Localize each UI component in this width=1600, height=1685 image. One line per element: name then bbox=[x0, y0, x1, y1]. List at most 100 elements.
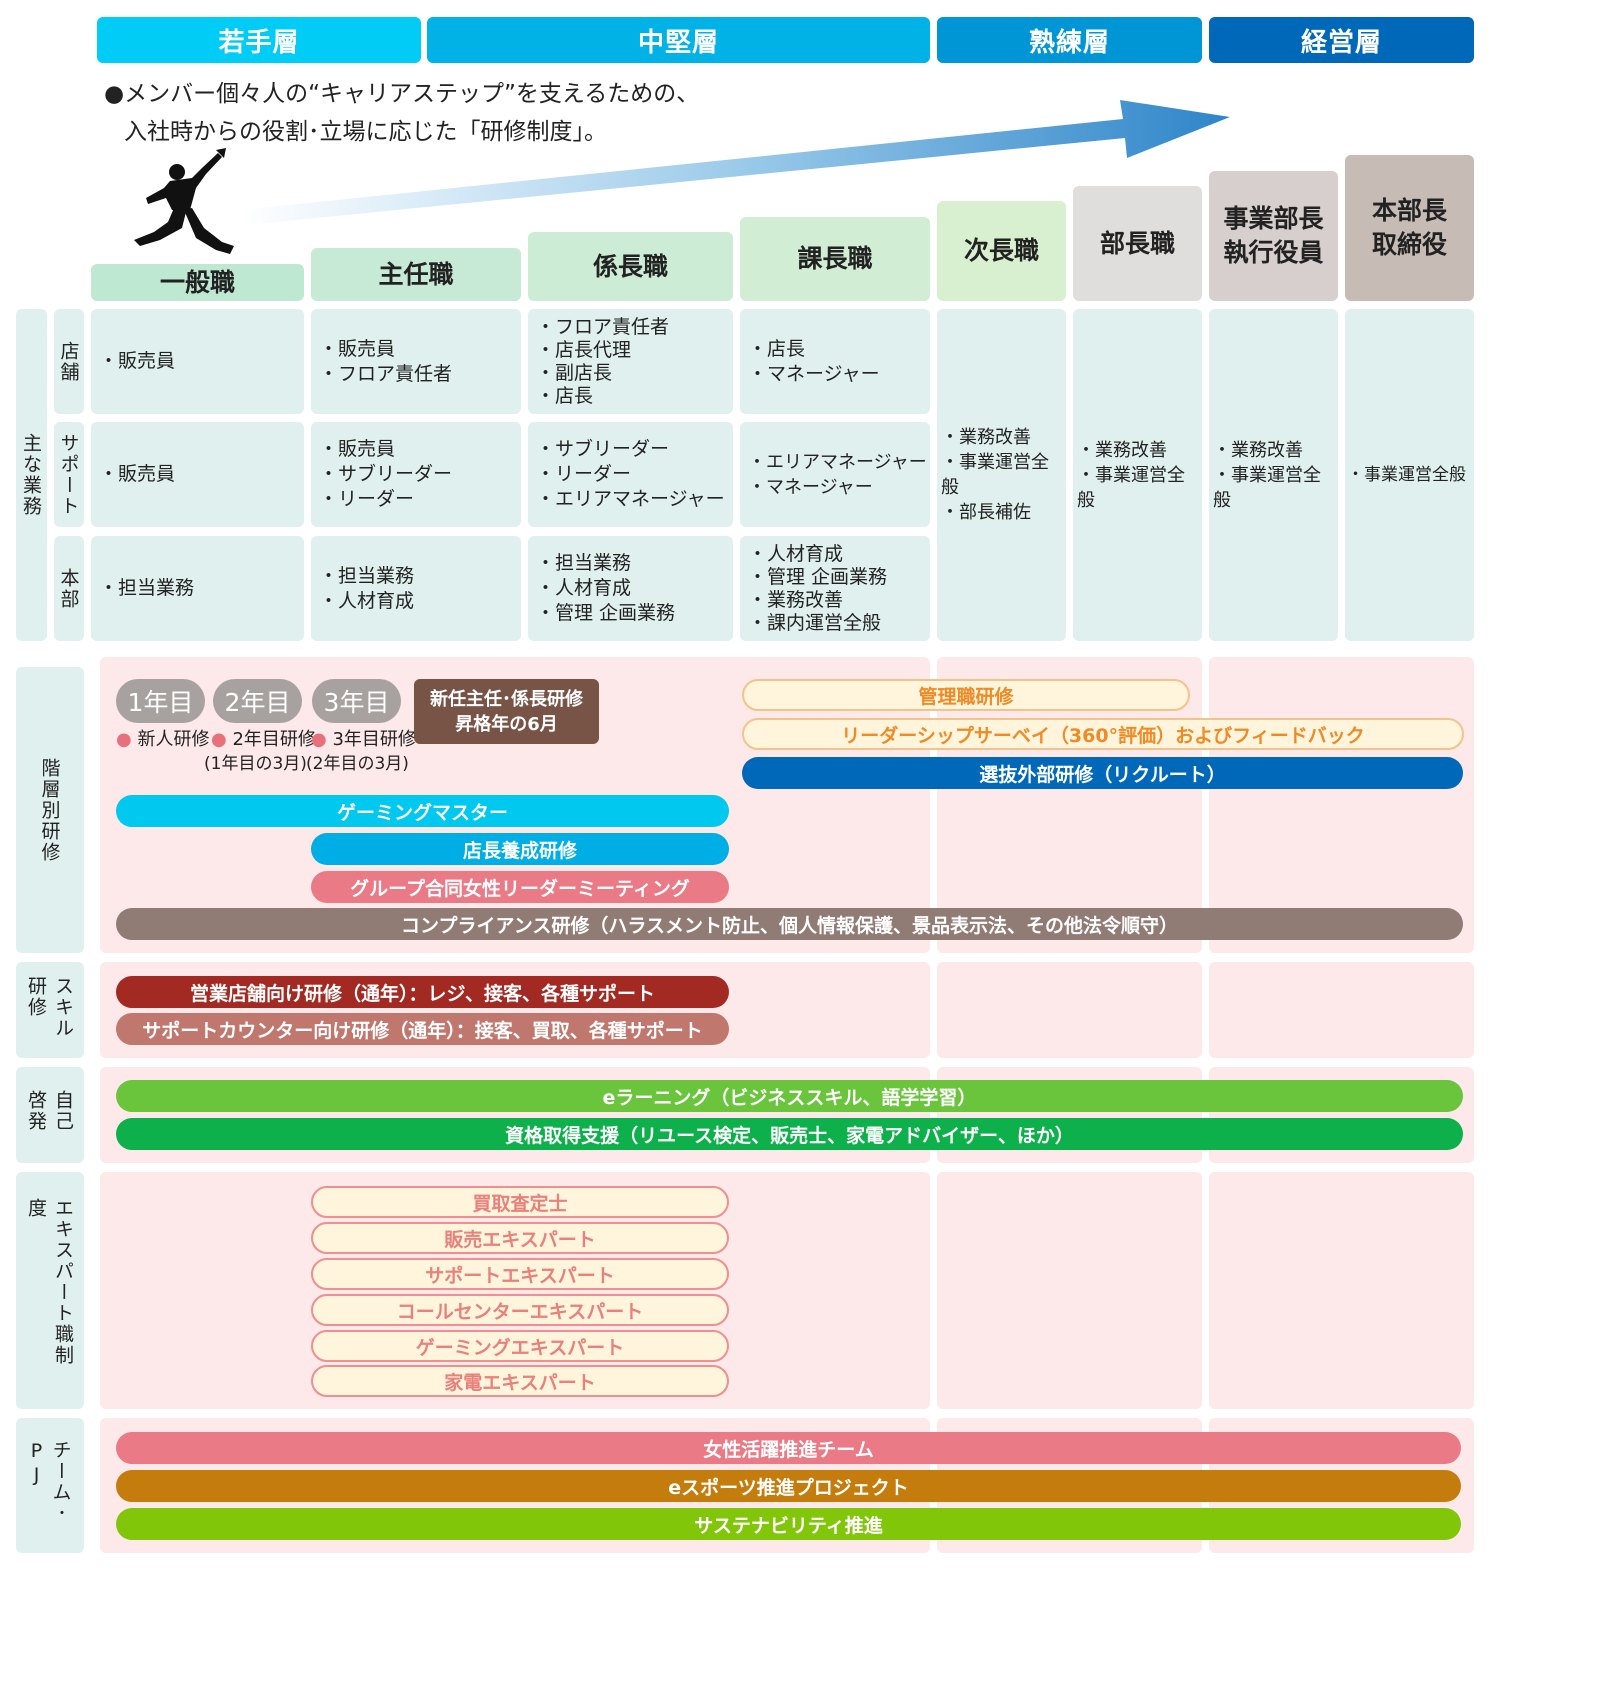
intro-line-2: 入社時からの役割･立場に応じた「研修制度」。 bbox=[124, 119, 607, 145]
duty-item: 管理 企画業務 bbox=[536, 601, 675, 626]
duty-cell-hq-section-chief: 人材育成管理 企画業務業務改善課内運営全般 bbox=[740, 536, 930, 641]
duty-item: 課内運営全般 bbox=[748, 612, 887, 635]
position-director-line1: 本部長 bbox=[1371, 196, 1447, 225]
duty-cell-store-section-chief: 店長マネージャー bbox=[740, 309, 930, 414]
band-rank-executive bbox=[1209, 657, 1474, 953]
row-label-support: サポート bbox=[54, 422, 84, 527]
position-manager-label: 部長職 bbox=[1099, 228, 1175, 258]
year-note-2-text: 2年目研修 bbox=[232, 729, 316, 750]
duty-item: 販売員 bbox=[99, 462, 175, 487]
year-note-1: ● 新人研修 bbox=[116, 728, 209, 752]
year-note-2: ● 2年目研修 bbox=[211, 728, 316, 752]
duty-item: 担当業務 bbox=[99, 576, 194, 601]
intro-line-1: ●メンバー個々人の“キャリアステップ”を支えるための、 bbox=[104, 81, 700, 107]
bar-gaming-master: ゲーミングマスター bbox=[116, 795, 729, 827]
duty-cell-support-subsection-chief: サブリーダーリーダーエリアマネージャー bbox=[528, 422, 733, 527]
position-deputy-manager-label: 次長職 bbox=[963, 236, 1039, 265]
position-chief-label: 主任職 bbox=[378, 259, 454, 289]
section-label-self-development-text: 自己啓発 bbox=[25, 1090, 74, 1132]
duty-cell-hq-chief: 担当業務人材育成 bbox=[311, 536, 521, 641]
duty-item: 業務改善 bbox=[748, 589, 887, 612]
duty-item: 店長代理 bbox=[536, 339, 669, 362]
duty-item: フロア責任者 bbox=[536, 316, 669, 339]
position-section-chief-label: 課長職 bbox=[797, 244, 873, 273]
position-chief: 主任職 bbox=[311, 248, 521, 301]
year-sub-3: (2年目の3月) bbox=[306, 754, 409, 774]
position-manager: 部長職 bbox=[1073, 186, 1202, 301]
position-general-label: 一般職 bbox=[159, 267, 235, 297]
section-label-team-pj-text: チーム･PJ bbox=[25, 1439, 72, 1524]
duty-cell-hq-general: 担当業務 bbox=[91, 536, 304, 641]
duty-item: 人材育成 bbox=[748, 543, 887, 566]
tier-junior: 若手層 bbox=[97, 17, 421, 63]
section-label-self-development: 自己啓発 bbox=[16, 1067, 84, 1163]
duty-cell-manager: 業務改善事業運営全般 bbox=[1073, 309, 1202, 641]
duty-item: 管理 企画業務 bbox=[748, 566, 887, 589]
duty-cell-deputy-manager: 業務改善事業運営全般部長補佐 bbox=[937, 309, 1066, 641]
bar-expert-appliance: 家電エキスパート bbox=[311, 1365, 729, 1397]
bar-store-skill-training: 営業店舗向け研修（通年）：レジ、接客、各種サポート bbox=[116, 976, 729, 1008]
section-label-main-duties-text: 主な業務 bbox=[20, 433, 42, 517]
bullet-dot-icon: ● bbox=[311, 729, 327, 750]
duty-item: 販売員 bbox=[99, 349, 175, 374]
duty-item: エリアマネージャー bbox=[748, 450, 927, 475]
bar-sustainability: サステナビリティ推進 bbox=[116, 1508, 1461, 1540]
bar-women-leader-meeting: グループ合同女性リーダーミーティング bbox=[311, 871, 729, 903]
tier-mid: 中堅層 bbox=[427, 17, 930, 63]
duty-cell-store-general: 販売員 bbox=[91, 309, 304, 414]
section-label-main-duties: 主な業務 bbox=[16, 309, 47, 641]
duty-item: フロア責任者 bbox=[319, 362, 452, 387]
position-subsection-chief: 係長職 bbox=[528, 232, 733, 301]
position-director: 本部長取締役 bbox=[1345, 155, 1474, 301]
year-sub-2: (1年目の3月) bbox=[204, 754, 307, 774]
jumping-person-icon bbox=[134, 148, 234, 254]
bar-expert-call-center: コールセンターエキスパート bbox=[311, 1294, 729, 1326]
position-division-head: 事業部長執行役員 bbox=[1209, 171, 1338, 301]
bar-expert-gaming: ゲーミングエキスパート bbox=[311, 1330, 729, 1362]
duty-item: リーダー bbox=[319, 487, 452, 512]
bar-women-empowerment-team: 女性活躍推進チーム bbox=[116, 1432, 1461, 1464]
position-subsection-chief-label: 係長職 bbox=[592, 251, 668, 281]
bullet-dot-icon: ● bbox=[116, 729, 132, 750]
growth-arrow-icon bbox=[240, 100, 1230, 225]
duty-item: マネージャー bbox=[748, 362, 880, 387]
row-label-hq: 本部 bbox=[54, 536, 84, 641]
tier-executive: 経営層 bbox=[1209, 17, 1474, 63]
duty-cell-support-general: 販売員 bbox=[91, 422, 304, 527]
duty-item: 店長 bbox=[536, 385, 669, 408]
duty-item: 事業運営全般 bbox=[1077, 463, 1202, 513]
duty-item: 業務改善 bbox=[1213, 438, 1338, 463]
duty-item: 事業運営全般 bbox=[1347, 463, 1466, 488]
year-pill-3: 3年目 bbox=[312, 679, 401, 723]
row-label-store-text: 店舗 bbox=[57, 340, 80, 383]
bar-store-manager-training: 店長養成研修 bbox=[311, 833, 729, 865]
position-deputy-manager: 次長職 bbox=[937, 201, 1066, 301]
bar-compliance-training: コンプライアンス研修（ハラスメント防止、個人情報保護、景品表示法、その他法令順守… bbox=[116, 908, 1463, 940]
bar-external-training: 選抜外部研修（リクルート） bbox=[742, 757, 1463, 789]
duty-item: 事業運営全般 bbox=[941, 450, 1066, 500]
row-label-store: 店舗 bbox=[54, 309, 84, 414]
year-pill-2: 2年目 bbox=[213, 679, 302, 723]
duty-item: エリアマネージャー bbox=[536, 487, 725, 512]
bar-management-training: 管理職研修 bbox=[742, 679, 1190, 711]
duty-item: マネージャー bbox=[748, 475, 927, 500]
duty-item: 人材育成 bbox=[319, 589, 414, 614]
duty-item: サブリーダー bbox=[536, 437, 725, 462]
duty-item: 販売員 bbox=[319, 337, 452, 362]
bar-esports-project: eスポーツ推進プロジェクト bbox=[116, 1470, 1461, 1502]
duty-item: 販売員 bbox=[319, 437, 452, 462]
position-section-chief: 課長職 bbox=[740, 217, 930, 301]
section-label-rank-training: 階層別研修 bbox=[16, 667, 84, 953]
duty-item: 人材育成 bbox=[536, 576, 675, 601]
duty-item: 担当業務 bbox=[536, 551, 675, 576]
duty-item: 業務改善 bbox=[1077, 438, 1202, 463]
section-label-skill-training: スキル研修 bbox=[16, 962, 84, 1058]
year-note-3-text: 3年目研修 bbox=[332, 729, 416, 750]
duty-item: サブリーダー bbox=[319, 462, 452, 487]
bar-expert-sales: 販売エキスパート bbox=[311, 1222, 729, 1254]
duty-cell-director: 事業運営全般 bbox=[1345, 309, 1474, 641]
position-general: 一般職 bbox=[91, 264, 304, 301]
year-note-3: ● 3年目研修 bbox=[311, 728, 416, 752]
duty-cell-hq-subsection-chief: 担当業務人材育成管理 企画業務 bbox=[528, 536, 733, 641]
row-label-support-text: サポート bbox=[57, 432, 80, 517]
